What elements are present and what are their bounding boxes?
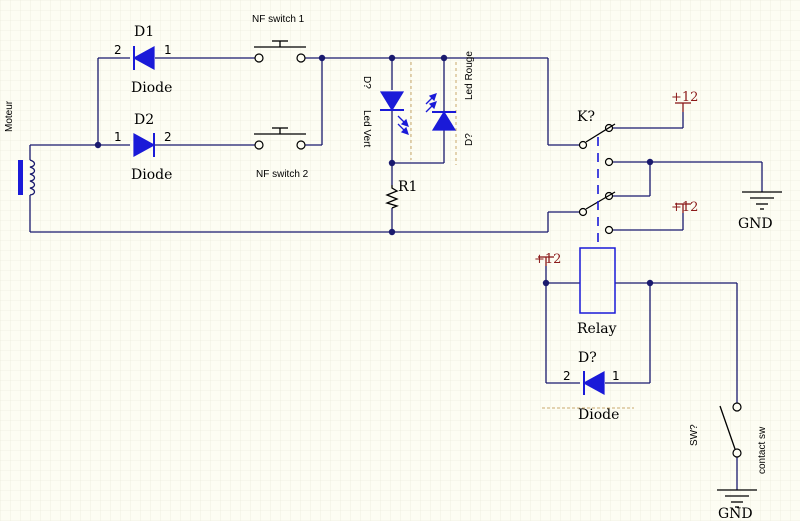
contact-sw-ref: SW? xyxy=(689,424,700,446)
r1-ref: R1 xyxy=(398,179,417,195)
diode-d1: D1 Diode 2 1 xyxy=(114,24,172,96)
d1-pin-left: 2 xyxy=(114,43,122,57)
d3-pin-right: 1 xyxy=(612,369,620,383)
diode-d3: D? Diode 2 1 xyxy=(542,350,634,423)
diode-d2: D2 Diode 1 2 xyxy=(114,112,172,183)
d2-ref: D2 xyxy=(134,112,154,128)
gnd-top-label: GND xyxy=(738,216,773,232)
sw2-label: NF switch 2 xyxy=(256,169,309,180)
led-red-ref: D? xyxy=(464,133,475,146)
sw1-label: NF switch 1 xyxy=(252,14,305,25)
relay-contacts-ref: K? xyxy=(577,109,595,125)
relay-coil-value: Relay xyxy=(577,321,617,337)
d3-value: Diode xyxy=(578,407,619,423)
led-green: D? Led Vert xyxy=(361,62,412,160)
d1-value: Diode xyxy=(131,80,172,96)
resistor-r1: R1 xyxy=(385,179,417,209)
motor-symbol: Moteur xyxy=(4,100,36,196)
d2-pin-left: 1 xyxy=(114,130,122,144)
d3-ref: D? xyxy=(578,350,597,366)
led-red-value: Led Rouge xyxy=(464,51,475,100)
power-plus12-coil: +12 xyxy=(534,252,561,267)
power-plus12-mid: +12 xyxy=(671,200,698,215)
power-plus12-top: +12 xyxy=(671,90,698,112)
led-green-ref: D? xyxy=(361,76,372,89)
d2-pin-right: 2 xyxy=(164,130,172,144)
plus12-top-label: +12 xyxy=(671,90,698,105)
gnd-symbol-top: GND xyxy=(738,191,782,232)
d3-pin-left: 2 xyxy=(563,369,571,383)
led-red: Led Rouge D? xyxy=(425,51,475,165)
led-green-value: Led Vert xyxy=(361,110,372,147)
plus12-mid-label: +12 xyxy=(671,200,698,215)
relay-contacts: K? xyxy=(577,109,616,248)
d1-ref: D1 xyxy=(134,24,154,40)
d1-pin-right: 1 xyxy=(164,43,172,57)
nf-switch-1: NF switch 1 xyxy=(252,14,306,63)
gnd-bottom-label: GND xyxy=(718,506,753,521)
d2-value: Diode xyxy=(131,167,172,183)
contact-switch: SW? contact sw xyxy=(689,402,768,474)
relay-coil: Relay xyxy=(577,247,617,337)
wires xyxy=(29,57,763,490)
plus12-coil-label: +12 xyxy=(534,252,561,267)
junction-dots xyxy=(94,54,654,287)
motor-label: Moteur xyxy=(4,100,15,132)
contact-sw-value: contact sw xyxy=(757,426,768,474)
nf-switch-2: NF switch 2 xyxy=(254,127,309,180)
gnd-symbol-bottom: GND xyxy=(717,489,757,521)
